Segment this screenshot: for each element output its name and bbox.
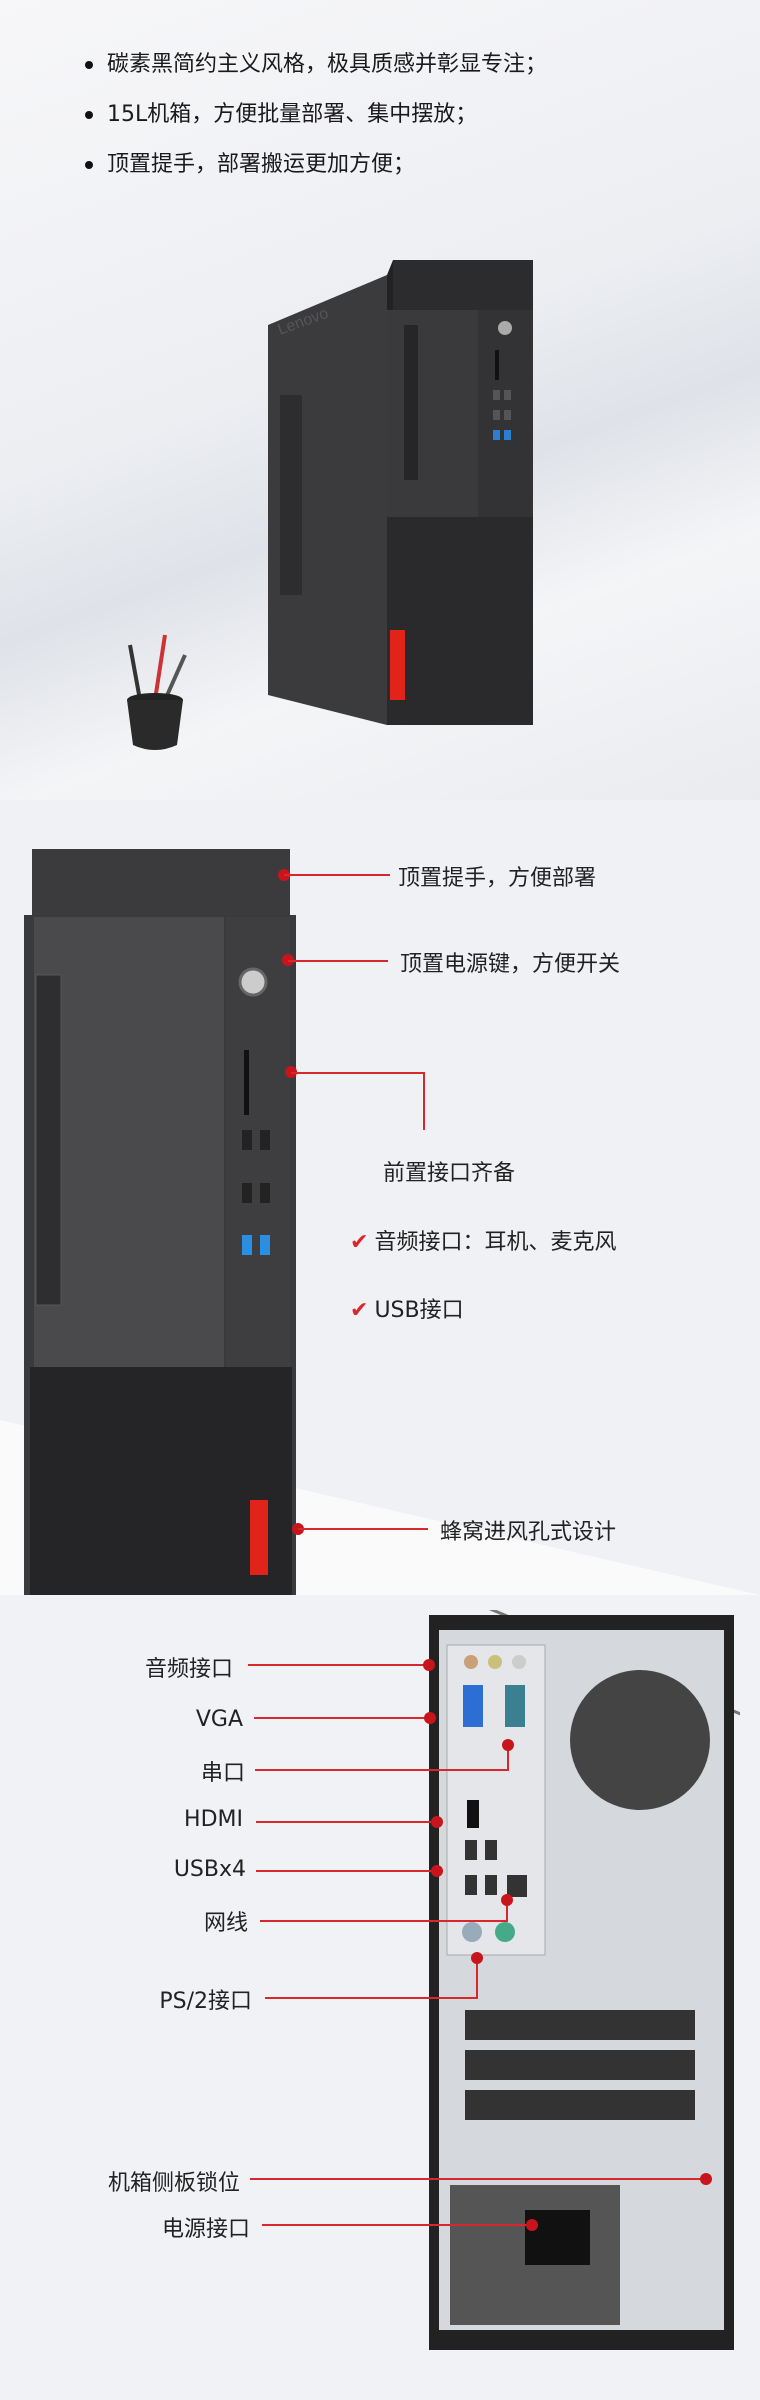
callout-line [256, 1821, 436, 1823]
callout-line [423, 1072, 425, 1130]
callout-line [256, 1870, 436, 1872]
callout-audio: 音频接口 [144, 1657, 233, 1682]
feature-bullet: 顶置提手，部署搬运更加方便； [85, 146, 415, 178]
callout-line [250, 2178, 705, 2180]
callout-line [260, 1920, 508, 1922]
callout-dot [471, 1952, 483, 1964]
callout-line [265, 1997, 478, 1999]
callout-line [288, 960, 388, 962]
power-button [238, 967, 268, 997]
callout-line [476, 1958, 478, 1999]
callout-power-socket: 电源接口 [161, 2217, 250, 2242]
callout-hdmi: HDMI [184, 1807, 243, 1832]
callout-vga: VGA [195, 1707, 243, 1732]
check-item: ✔音频接口：耳机、麦克风 [350, 1224, 616, 1256]
callout-dot [423, 1659, 435, 1671]
tower-front-image [24, 849, 296, 1595]
callout-dot [431, 1816, 443, 1828]
callout-power: 顶置电源键，方便开关 [400, 952, 621, 977]
callout-usb: USBx4 [173, 1857, 246, 1882]
callout-ethernet: 网线 [203, 1911, 248, 1936]
callout-line [262, 2224, 532, 2226]
callout-line [254, 1717, 429, 1719]
bullet-text: 顶置提手，部署搬运更加方便； [107, 152, 416, 177]
callout-line [506, 1900, 508, 1922]
check-text: 音频接口：耳机、麦克风 [374, 1230, 617, 1255]
callout-dot [526, 2219, 538, 2231]
tower-rear-image [429, 1610, 740, 2350]
callout-line [255, 1769, 509, 1771]
callout-dot [501, 1894, 513, 1906]
check-icon: ✔ [350, 1298, 369, 1323]
callout-line [507, 1745, 509, 1771]
desktop-tower-image: Lenovo [268, 260, 533, 725]
callout-line [248, 1664, 428, 1666]
lenovo-badge [390, 630, 405, 700]
callout-dot [502, 1739, 514, 1751]
callout-dot [424, 1712, 436, 1724]
callout-front-ports: 前置接口齐备 [383, 1161, 516, 1186]
callout-dot [700, 2173, 712, 2185]
rear-panel-section: 音频接口 VGA 串口 HDMI USBx4 网线 PS/2接口 机箱侧板锁位 … [0, 1595, 760, 2400]
callout-serial: 串口 [200, 1761, 245, 1786]
check-item: ✔USB接口 [350, 1292, 464, 1324]
callout-line [284, 874, 390, 876]
feature-bullet: 15L机箱，方便批量部署、集中摆放； [85, 96, 477, 128]
check-text: USB接口 [374, 1298, 464, 1323]
callout-line [298, 1528, 428, 1530]
front-panel-section: 顶置提手，方便部署 顶置电源键，方便开关 前置接口齐备 ✔音频接口：耳机、麦克风… [0, 800, 760, 1595]
callout-line [291, 1072, 425, 1074]
pen-holder-image [127, 634, 187, 750]
callout-dot [431, 1865, 443, 1877]
lenovo-badge [250, 1500, 268, 1575]
bullet-text: 碳素黑简约主义风格，极具质感并彰显专注； [107, 52, 548, 77]
callout-mesh: 蜂窝进风孔式设计 [440, 1520, 617, 1545]
bullet-text: 15L机箱，方便批量部署、集中摆放； [107, 102, 478, 127]
feature-bullet: 碳素黑简约主义风格，极具质感并彰显专注； [85, 46, 547, 78]
callout-handle: 顶置提手，方便部署 [398, 866, 597, 891]
callout-ps2: PS/2接口 [159, 1989, 252, 2014]
callout-side-lock: 机箱侧板锁位 [107, 2171, 240, 2196]
check-icon: ✔ [350, 1230, 369, 1255]
hero-section: 碳素黑简约主义风格，极具质感并彰显专注； 15L机箱，方便批量部署、集中摆放； … [0, 0, 760, 800]
